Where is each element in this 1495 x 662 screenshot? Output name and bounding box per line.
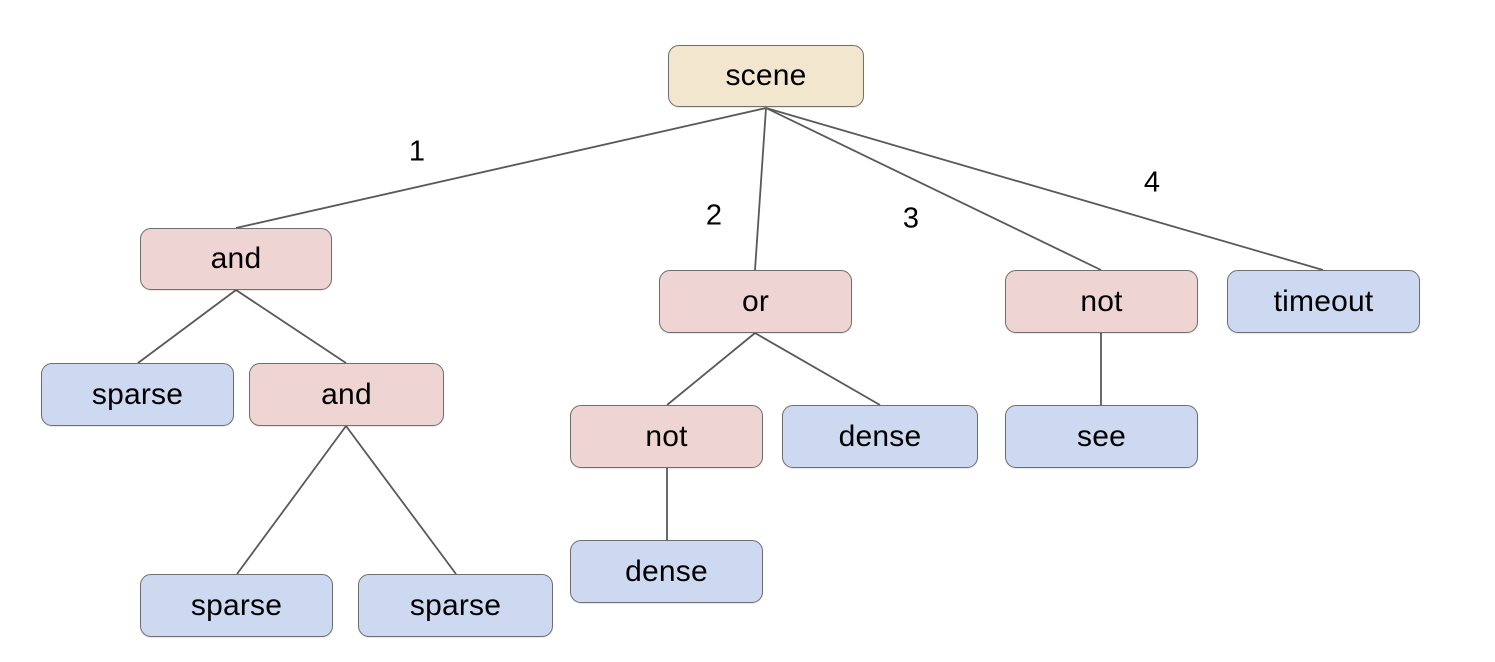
tree-node-dense2[interactable]: dense — [570, 540, 763, 603]
edge-and1-to-and2 — [235, 289, 347, 364]
edge-label-4: 4 — [1143, 166, 1161, 199]
tree-node-dense1[interactable]: dense — [782, 405, 978, 468]
edge-or1-to-not1 — [666, 332, 756, 406]
tree-node-timeout1[interactable]: timeout — [1227, 270, 1420, 333]
edge-and1-to-sparse1 — [137, 289, 237, 364]
edge-or1-to-dense1 — [754, 332, 881, 406]
tree-node-sparse3[interactable]: sparse — [358, 574, 553, 637]
tree-node-see1[interactable]: see — [1005, 405, 1198, 468]
edge-and2-to-sparse2 — [236, 425, 347, 575]
edge-scene-to-not2 — [765, 107, 1102, 271]
tree-node-sparse1[interactable]: sparse — [41, 363, 234, 426]
tree-node-sparse2[interactable]: sparse — [140, 574, 333, 637]
tree-node-and1[interactable]: and — [140, 228, 332, 290]
tree-node-or1[interactable]: or — [659, 270, 852, 333]
edge-and2-to-sparse3 — [345, 425, 457, 575]
tree-node-scene[interactable]: scene — [668, 45, 864, 107]
edge-label-3: 3 — [902, 202, 920, 235]
tree-node-not1[interactable]: not — [570, 405, 763, 468]
edge-label-1: 1 — [408, 135, 426, 168]
edge-label-2: 2 — [705, 199, 723, 232]
edge-scene-to-timeout1 — [765, 107, 1324, 271]
edge-scene-to-or1 — [754, 107, 767, 271]
tree-node-and2[interactable]: and — [249, 363, 444, 426]
tree-node-not2[interactable]: not — [1005, 270, 1198, 333]
edge-scene-to-and1 — [235, 107, 767, 229]
